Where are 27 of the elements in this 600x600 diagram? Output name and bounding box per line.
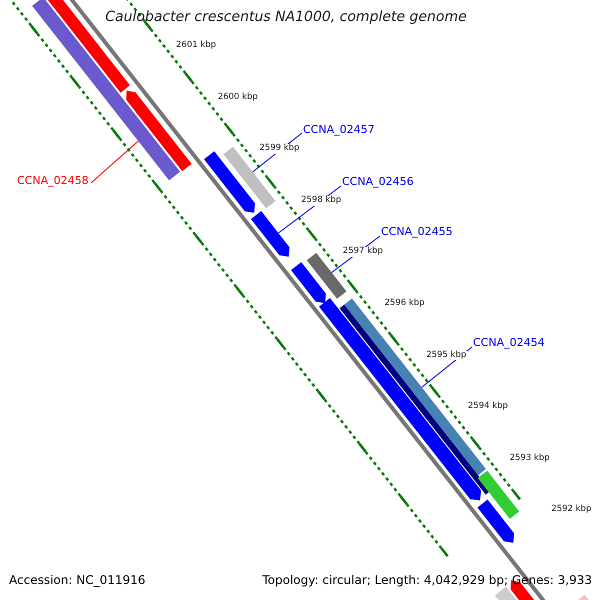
title: Caulobacter crescentus NA1000, complete genome	[104, 9, 468, 26]
footer-text: Accession: NC_011916	[9, 574, 146, 588]
gene-label: CCNA_02457	[303, 124, 375, 137]
leader-line	[90, 140, 139, 184]
tick-label: 2599 kbp	[258, 144, 300, 154]
tick-label: 2594 kbp	[466, 402, 509, 412]
tick-label: 2593 kbp	[508, 454, 551, 464]
tick-label: 2595 kbp	[425, 350, 468, 360]
tick-label: 2601 kbp	[175, 41, 218, 51]
gene-bar	[477, 500, 514, 543]
footer-text: Topology: circular; Length: 4,042,929 bp; Genes: 3,933	[262, 574, 592, 588]
gene-bar	[126, 90, 192, 172]
gene-bar	[204, 151, 255, 213]
gene-bar	[106, 90, 180, 180]
gene-label: CCNA_02454	[473, 337, 545, 350]
gene-bar	[291, 262, 326, 304]
tick-label: 2592 kbp	[550, 505, 592, 516]
gene-label: CCNA_02455	[381, 226, 453, 239]
gene-label: CCNA_02458	[17, 175, 89, 188]
tick-label: 2598 kbp	[300, 196, 342, 206]
gene-bar	[250, 211, 290, 257]
gene-bar	[306, 252, 346, 299]
tick-label: 2600 kbp	[216, 92, 259, 102]
tick-label: 2596 kbp	[384, 299, 426, 309]
gene-bar	[478, 470, 520, 519]
gene-label: CCNA_02456	[342, 176, 414, 189]
tick-label: 2597 kbp	[342, 247, 384, 258]
